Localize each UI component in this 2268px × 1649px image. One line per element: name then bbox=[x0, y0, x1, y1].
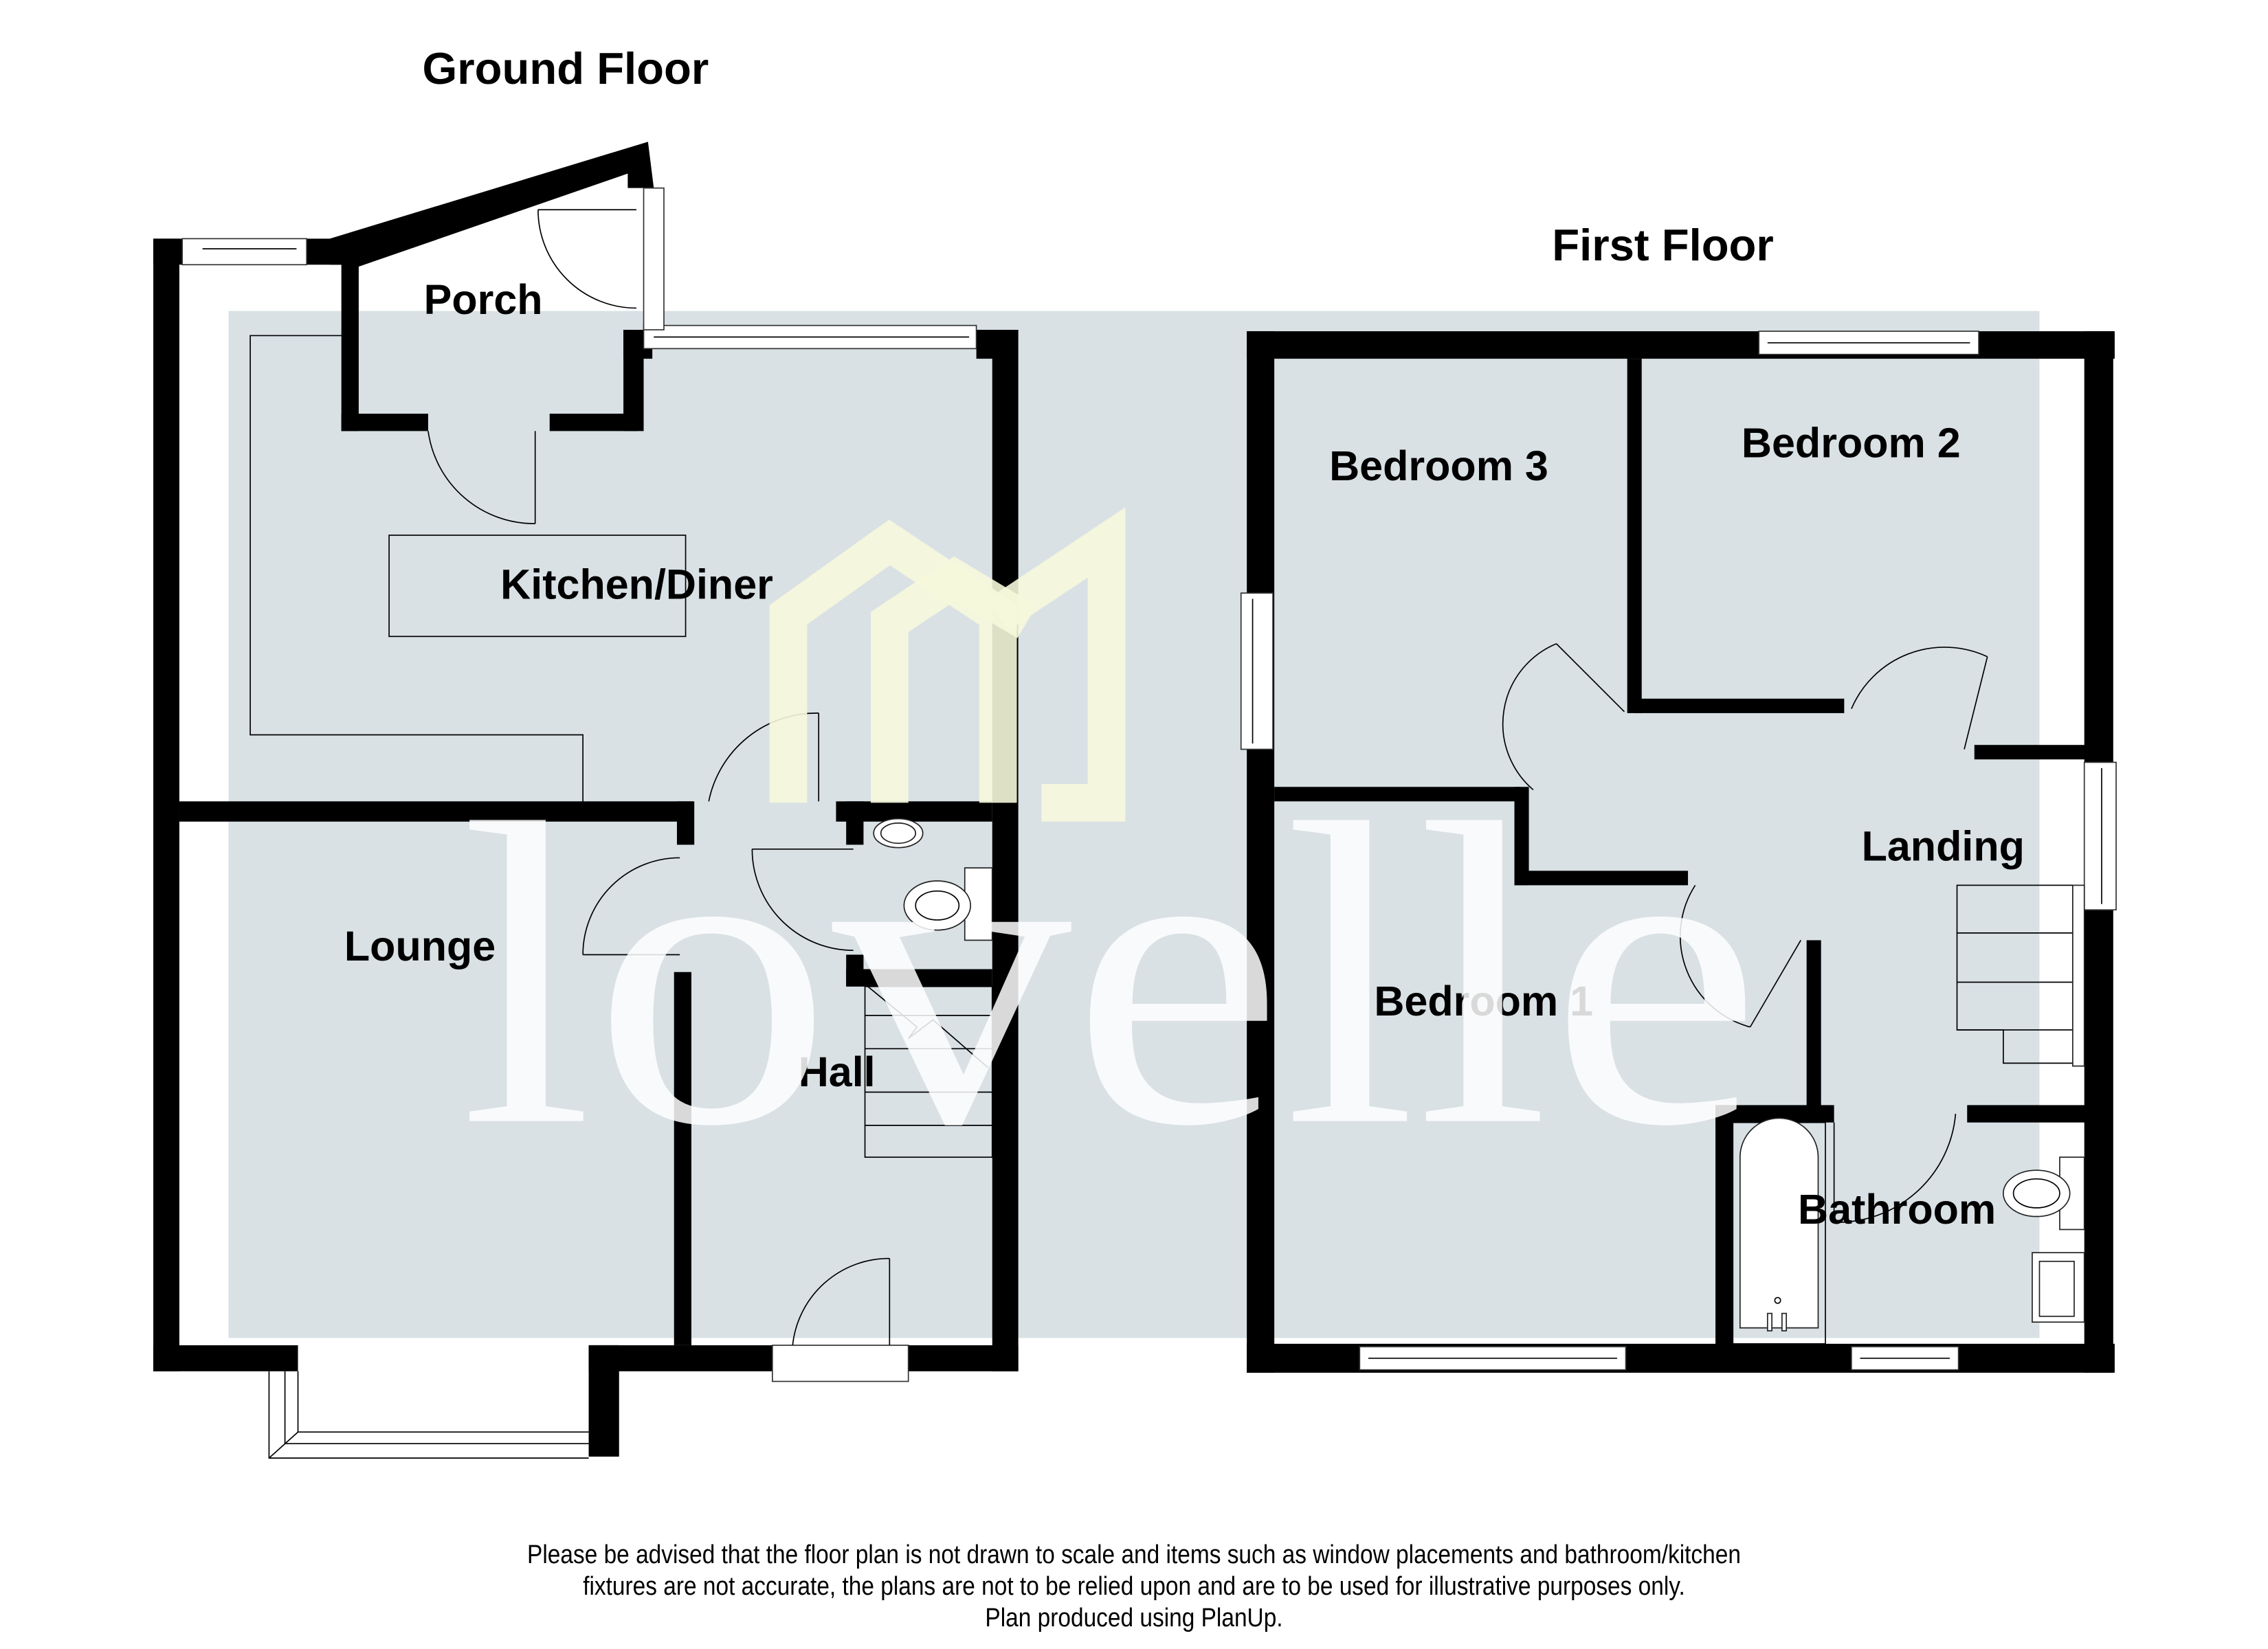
staircase-first bbox=[1956, 884, 2085, 1067]
toilet-icon bbox=[2003, 1169, 2071, 1218]
room-label-kitchen-diner: Kitchen/Diner bbox=[500, 561, 773, 608]
first-floor-title: First Floor bbox=[1552, 220, 1774, 270]
wall bbox=[153, 238, 179, 1371]
door-wc bbox=[751, 848, 854, 951]
door-bathroom bbox=[1833, 1113, 1957, 1223]
ground-floor-title: Ground Floor bbox=[423, 43, 709, 93]
room-label-porch: Porch bbox=[424, 276, 543, 323]
door-bedroom3 bbox=[1502, 643, 1625, 791]
disclaimer: Please be advised that the floor plan is… bbox=[0, 1539, 2268, 1634]
plan-backdrop bbox=[228, 311, 2040, 1338]
ground-floor: Ground Floor bbox=[153, 43, 1019, 1459]
disclaimer-line-1: Please be advised that the floor plan is… bbox=[527, 1540, 1741, 1569]
room-label-lounge: Lounge bbox=[344, 923, 496, 969]
room-label-bedroom-3: Bedroom 3 bbox=[1329, 442, 1548, 489]
door-front bbox=[792, 1257, 891, 1345]
bath-icon bbox=[1739, 1117, 1819, 1329]
room-label-bedroom-2: Bedroom 2 bbox=[1742, 419, 1961, 466]
door-porch-front bbox=[537, 209, 637, 309]
kitchen-worktop bbox=[249, 335, 583, 802]
room-label-landing: Landing bbox=[1862, 823, 2025, 870]
room-label-bathroom: Bathroom bbox=[1798, 1186, 1996, 1233]
window bbox=[181, 238, 308, 266]
kitchen-island bbox=[388, 535, 687, 638]
room-label-bedroom-1: Bedroom 1 bbox=[1374, 978, 1593, 1024]
staircase-ground bbox=[864, 985, 993, 1158]
door-bedroom2 bbox=[1851, 647, 1988, 750]
wall bbox=[1247, 331, 2115, 359]
room-label-hall: Hall bbox=[799, 1048, 876, 1095]
door-lounge-hall bbox=[582, 857, 680, 956]
door-porch-kitchen bbox=[427, 431, 536, 524]
toilet-icon bbox=[903, 880, 972, 931]
disclaimer-line-2: fixtures are not accurate, the plans are… bbox=[583, 1572, 1685, 1601]
basin-icon bbox=[2038, 1260, 2075, 1317]
first-floor: First Floor bbox=[1240, 220, 2117, 1373]
door-bedroom1 bbox=[1679, 884, 1801, 1028]
disclaimer-line-3: Plan produced using PlanUp. bbox=[985, 1604, 1283, 1633]
